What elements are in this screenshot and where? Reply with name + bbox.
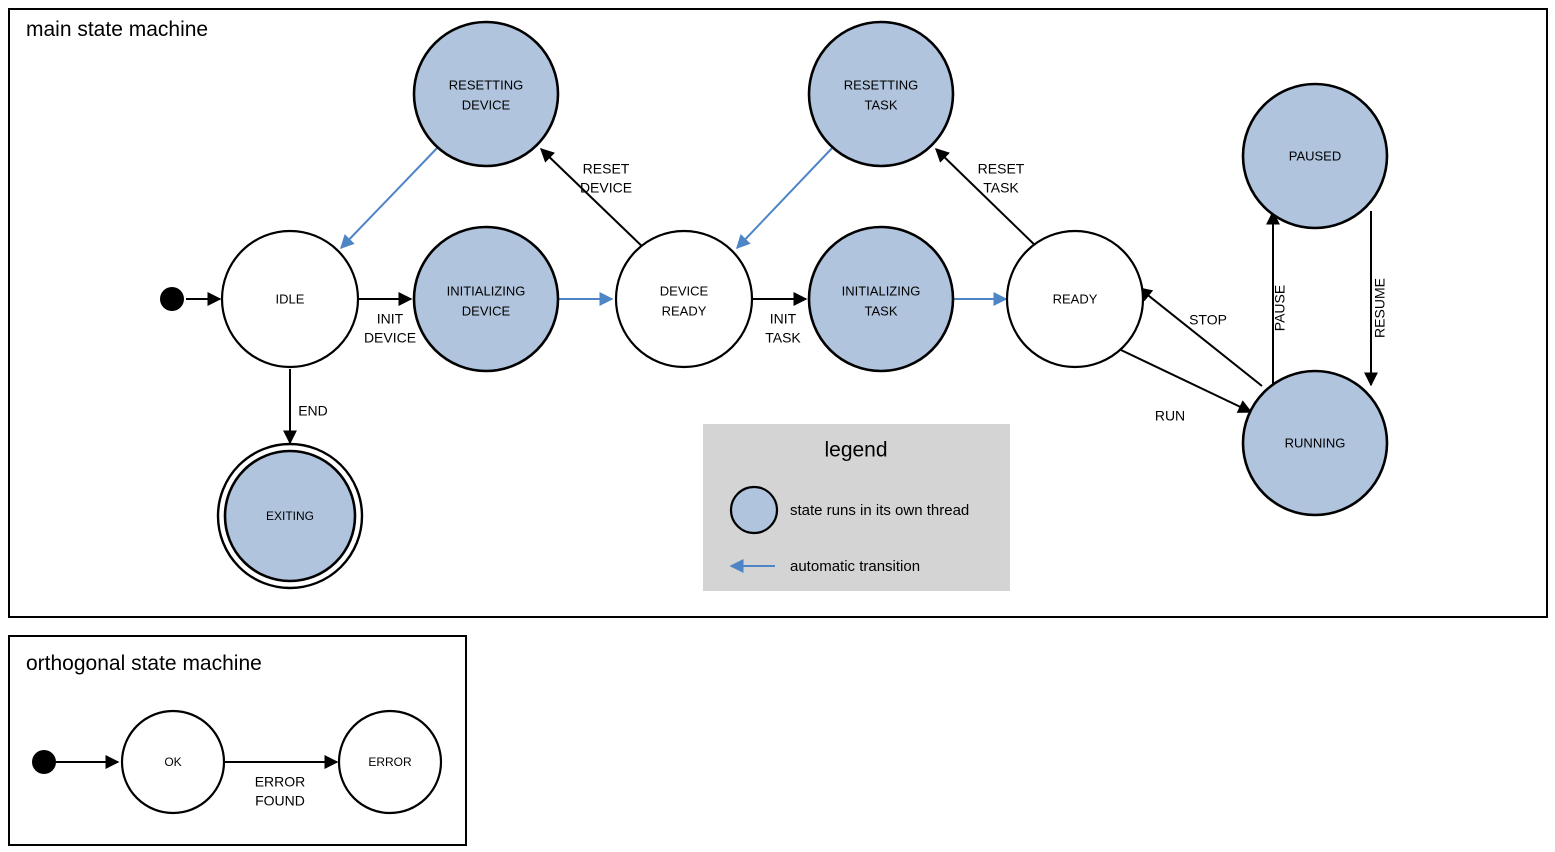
state-device-ready-label-line2: READY [662,303,707,318]
state-resetting-device-label-line1: RESETTING [449,77,523,92]
transition-label-init-task-line1: INIT [770,311,797,327]
state-paused-shape[interactable] [1241,82,1389,230]
state-initializing-task[interactable]: INITIALIZING TASK [807,225,955,373]
state-resetting-device-label-line2: DEVICE [462,97,511,112]
transition-label-end: END [298,403,328,419]
state-running-label: RUNNING [1285,435,1346,450]
orthogonal-transitions-layer: ERROR FOUND [56,755,339,809]
state-resetting-task-label-line2: TASK [865,97,898,112]
orthogonal-states-layer: OK ERROR [32,709,443,815]
transition-label-reset-device-line2: DEVICE [580,180,632,196]
transition-resetting-device-auto[interactable] [340,144,441,250]
transition-device-ready-reset-device[interactable] [539,148,649,253]
transition-ready-run[interactable] [1120,349,1253,413]
state-initializing-device-shape[interactable] [412,225,560,373]
transition-label-pause: PAUSE [1272,285,1288,331]
state-resetting-device-shape[interactable] [412,20,560,168]
transition-label-reset-task-line1: RESET [978,161,1025,177]
initial-state-dot-main [160,287,184,311]
state-ok-label: OK [164,755,181,769]
state-running[interactable]: RUNNING [1241,369,1389,517]
state-ready-shape[interactable] [1005,229,1145,369]
orthogonal-frame-title: orthogonal state machine [26,652,262,675]
transition-resetting-task-auto[interactable] [736,144,836,250]
legend-thread-state-swatch [729,485,779,535]
transition-label-init-task-line2: TASK [765,330,801,346]
main-frame-title: main state machine [26,18,208,41]
transition-label-stop: STOP [1189,312,1227,328]
state-ready-label: READY [1053,291,1098,306]
state-exiting[interactable]: EXITING [216,442,364,590]
transition-label-run: RUN [1155,408,1185,424]
transition-label-reset-device-line1: RESET [583,161,630,177]
legend: legend state runs in its own thread auto… [703,424,1010,591]
transition-label-init-device-line2: DEVICE [364,330,416,346]
transition-label-reset-task-line2: TASK [983,180,1019,196]
transition-label-error-found-line2: FOUND [255,793,305,809]
state-error[interactable]: ERROR [337,709,443,815]
transition-label-init-device-line1: INIT [377,311,404,327]
transition-label-error-found-line1: ERROR [255,774,306,790]
main-states-layer: IDLE RESETTING DEVICE INITIALIZING DEVIC… [160,20,1389,590]
state-exiting-shape[interactable] [223,449,357,583]
state-idle-label: IDLE [276,291,305,306]
state-error-shape[interactable] [337,709,443,815]
state-ok[interactable]: OK [120,709,226,815]
state-initializing-device-label-line2: DEVICE [462,303,511,318]
state-resetting-task[interactable]: RESETTING TASK [807,20,955,168]
initial-state-dot-orthogonal [32,750,56,774]
transition-ready-reset-task[interactable] [934,148,1043,253]
state-ready[interactable]: READY [1005,229,1145,369]
state-initializing-task-label-line1: INITIALIZING [842,283,921,298]
main-transitions-layer: INIT DEVICE END RESET DEVICE INIT TASK R… [186,144,1388,445]
legend-title: legend [824,439,887,462]
state-idle[interactable]: IDLE [220,229,360,369]
transition-label-resume: RESUME [1372,278,1388,338]
state-resetting-device[interactable]: RESETTING DEVICE [412,20,560,168]
state-paused[interactable]: PAUSED [1241,82,1389,230]
state-error-label: ERROR [368,755,412,769]
state-ok-shape[interactable] [120,709,226,815]
state-initializing-task-label-line2: TASK [865,303,898,318]
state-resetting-task-label-line1: RESETTING [844,77,918,92]
state-exiting-outer-ring [216,442,364,590]
state-initializing-device-label-line1: INITIALIZING [447,283,526,298]
state-device-ready-label-line1: DEVICE [660,283,709,298]
state-initializing-task-shape[interactable] [807,225,955,373]
state-paused-label: PAUSED [1289,148,1342,163]
state-device-ready[interactable]: DEVICE READY [614,229,754,369]
state-idle-shape[interactable] [220,229,360,369]
state-device-ready-shape[interactable] [614,229,754,369]
state-exiting-label: EXITING [266,509,314,523]
state-running-shape[interactable] [1241,369,1389,517]
state-initializing-device[interactable]: INITIALIZING DEVICE [412,225,560,373]
legend-item-label-thread-state: state runs in its own thread [790,502,969,519]
state-resetting-task-shape[interactable] [807,20,955,168]
transition-running-stop[interactable] [1137,287,1263,387]
legend-item-label-automatic-transition: automatic transition [790,558,920,575]
